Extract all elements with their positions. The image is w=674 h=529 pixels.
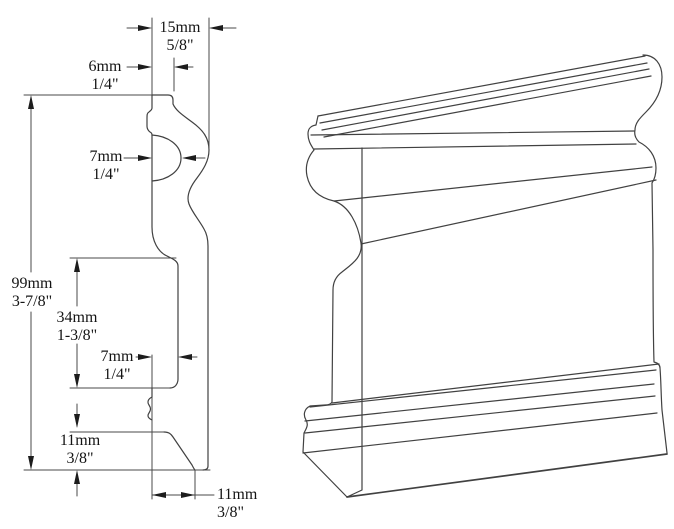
dim-overall-depth-mm: 15mm [159, 19, 201, 36]
profile-toe-face-quirk [147, 387, 153, 421]
arrowhead [28, 456, 34, 470]
3d-cap-edge-4 [323, 75, 652, 138]
dim-overall-depth-inch: 5/8" [166, 37, 194, 54]
arrowhead [181, 492, 195, 498]
3d-quirk-edge-top [310, 130, 635, 136]
3d-toe-quirk-edge-2 [304, 395, 656, 434]
dim-bead-depth-label: 7mm 1/4" [66, 148, 146, 184]
dim-overall-depth-label: 15mm 5/8" [140, 19, 220, 55]
3d-right-end-profile [634, 54, 668, 454]
dim-toe-height-label: 11mm 3/8" [40, 432, 120, 468]
arrowhead [74, 258, 80, 272]
dim-mid-panel-height-mm: 34mm [56, 309, 98, 326]
dim-cap-depth-mm: 6mm [88, 58, 122, 75]
3d-quirk-edge-bottom [313, 143, 637, 150]
dim-bead-depth-inch: 1/4" [92, 166, 120, 183]
arrowhead [138, 64, 152, 70]
arrowhead [152, 492, 166, 498]
arrowhead [74, 374, 80, 388]
3d-cap-edge-1 [317, 55, 646, 117]
dim-cap-depth-inch: 1/4" [91, 76, 119, 93]
arrowhead [178, 354, 192, 360]
arrowhead [74, 470, 80, 484]
3d-chamfer-top-edge [302, 412, 658, 454]
3d-bead-bottom-edge [333, 166, 653, 202]
dim-step-depth-mm: 7mm [100, 348, 134, 365]
dim-bead-depth-mm: 7mm [89, 148, 123, 165]
dim-step-depth-label: 7mm 1/4" [77, 348, 157, 384]
dim-bottom-depth-label: 11mm 3/8" [217, 486, 287, 522]
dim-step-depth-inch: 1/4" [103, 366, 131, 383]
3d-left-end-profile [302, 115, 362, 498]
arrowhead [138, 354, 152, 360]
arrowhead [174, 64, 188, 70]
profile-cap-and-back-contour [151, 94, 210, 471]
3d-cap-edge-2 [319, 62, 648, 124]
arrowhead [74, 414, 80, 428]
3d-toe-top-edge [309, 369, 657, 408]
3d-left-back-edge [346, 147, 363, 498]
dim-mid-panel-height-inch: 1-3/8" [56, 327, 98, 344]
3d-toe-quirk-edge-1 [304, 383, 655, 422]
dim-toe-height-mm: 11mm [59, 432, 101, 449]
3d-cap-edge-3 [321, 68, 650, 131]
3d-step-edge [331, 363, 660, 404]
arrowhead [138, 155, 152, 161]
arrowhead [182, 155, 196, 161]
dim-overall-height-label: 99mm 3-7/8" [1, 275, 63, 311]
3d-bottom-edge [346, 453, 668, 498]
3d-cove-ridge-edge [360, 179, 657, 245]
dim-bottom-depth-inch: 3/8" [217, 504, 244, 521]
dim-bottom-depth-mm: 11mm [217, 486, 258, 503]
dim-overall-height-mm: 99mm [11, 275, 53, 292]
profile-bead [151, 134, 182, 182]
dim-toe-height-inch: 3/8" [66, 450, 94, 467]
profile-bottom-chamfer [163, 431, 196, 471]
dim-mid-panel-height-label: 34mm 1-3/8" [37, 309, 117, 345]
arrowhead [138, 25, 152, 31]
dim-overall-height-inch: 3-7/8" [11, 293, 53, 310]
arrowhead [209, 25, 223, 31]
dim-cap-depth-label: 6mm 1/4" [65, 58, 145, 94]
arrowhead [28, 95, 34, 109]
profile-front-contour [146, 94, 179, 389]
